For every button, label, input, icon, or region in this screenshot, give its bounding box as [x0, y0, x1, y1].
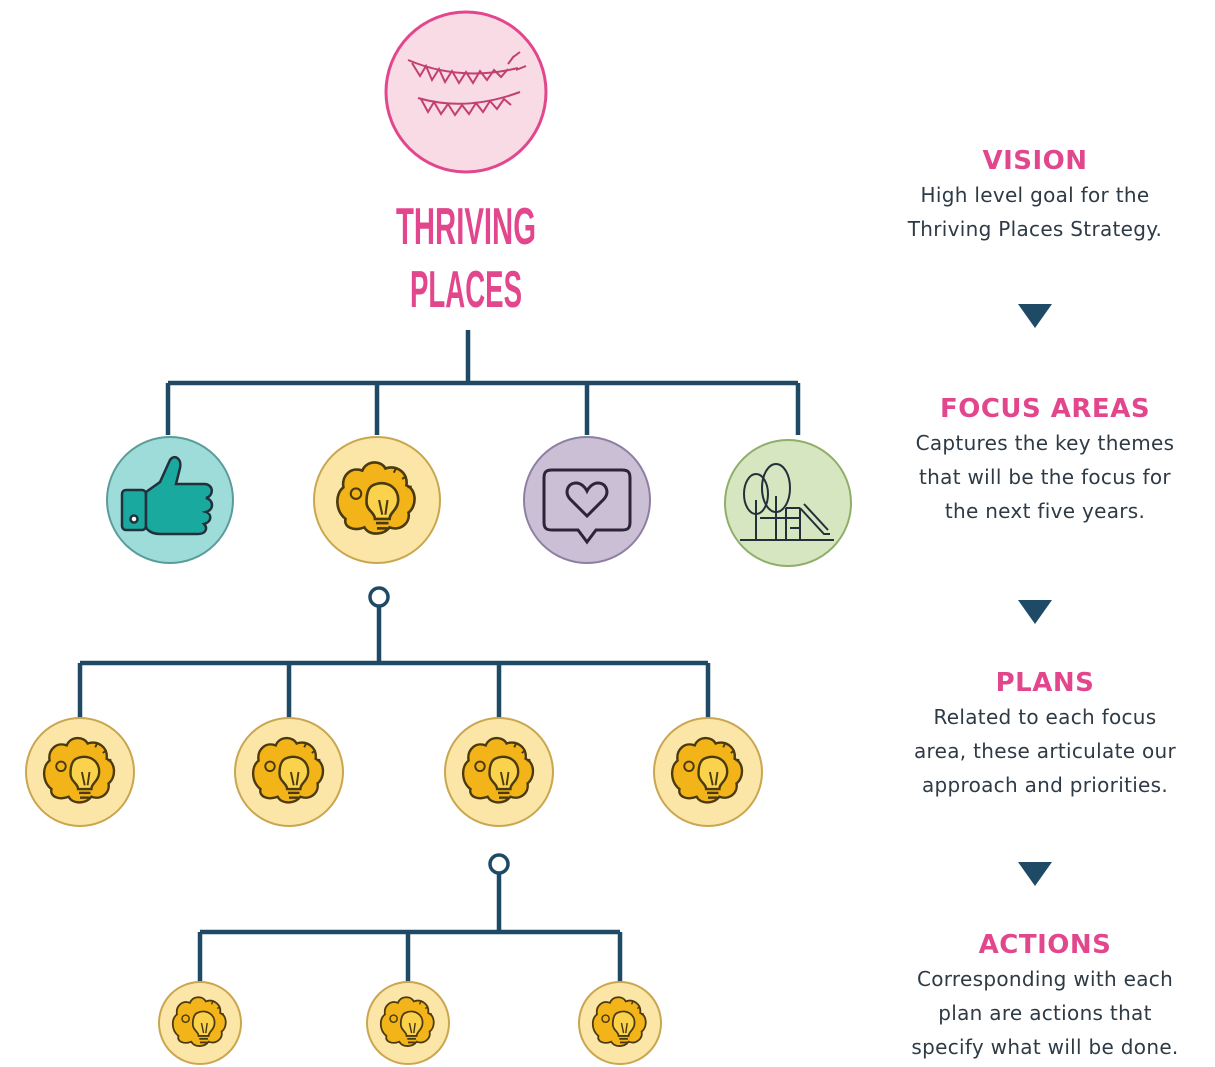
plans-text-line: area, these articulate our	[913, 739, 1177, 763]
thumbs-up-icon	[120, 456, 214, 536]
plan-node	[444, 717, 554, 827]
plan-connector-node	[488, 853, 510, 875]
focus-area-lightbulb	[313, 436, 441, 564]
vision-node: THRIVING PLACES	[384, 10, 548, 319]
vision-heading: VISION	[982, 146, 1088, 176]
lightbulb-icon	[591, 996, 647, 1047]
actions-text-line: Corresponding with each	[916, 967, 1174, 991]
plans-heading: PLANS	[995, 668, 1095, 698]
vision-text-line: High level goal for the	[920, 183, 1150, 207]
vision-text-line: Thriving Places Strategy.	[907, 217, 1163, 241]
vision-label: VISION High level goal for the Thriving …	[870, 144, 1200, 246]
down-arrow-icon	[1018, 600, 1052, 624]
plan-node	[653, 717, 763, 827]
lightbulb-icon	[670, 736, 744, 804]
focus-area-heart-message	[523, 436, 651, 564]
lightbulb-icon	[251, 736, 325, 804]
plans-text-line: Related to each focus	[933, 705, 1157, 729]
focus-area-park	[724, 439, 852, 567]
down-arrow-icon	[1018, 862, 1052, 886]
plan-node	[234, 717, 344, 827]
plan-node	[25, 717, 135, 827]
actions-text-line: specify what will be done.	[911, 1035, 1179, 1059]
actions-heading: ACTIONS	[978, 930, 1112, 960]
heart-message-icon	[542, 468, 632, 545]
lightbulb-icon	[461, 736, 535, 804]
focus-areas-text-line: Captures the key themes	[915, 431, 1175, 455]
plans-label: PLANS Related to each focus area, these …	[880, 666, 1210, 802]
connectors	[77, 330, 801, 985]
down-arrow-icon	[1018, 304, 1052, 328]
focus-areas-heading: FOCUS AREAS	[939, 394, 1151, 424]
actions-text-line: plan are actions that	[938, 1001, 1152, 1025]
lightbulb-icon	[42, 736, 116, 804]
vision-circle	[384, 10, 548, 174]
title-line-2: PLACES	[410, 261, 522, 319]
focus-areas-text-line: that will be the focus for	[919, 465, 1171, 489]
actions-label: ACTIONS Corresponding with each plan are…	[880, 928, 1210, 1064]
lightbulb-icon	[379, 996, 435, 1047]
plans-text-line: approach and priorities.	[921, 773, 1169, 797]
focus-areas-text-line: the next five years.	[944, 499, 1146, 523]
action-node	[578, 981, 662, 1065]
bunting-icon	[407, 51, 527, 117]
title-line-1: THRIVING	[396, 198, 536, 256]
park-icon	[740, 463, 834, 541]
action-node	[158, 981, 242, 1065]
lightbulb-icon	[336, 461, 416, 535]
lightbulb-icon	[171, 996, 227, 1047]
action-node	[366, 981, 450, 1065]
focus-area-thumbs-up	[106, 436, 234, 564]
focus-areas-label: FOCUS AREAS Captures the key themes that…	[880, 392, 1210, 528]
focus-connector-node	[368, 586, 390, 608]
